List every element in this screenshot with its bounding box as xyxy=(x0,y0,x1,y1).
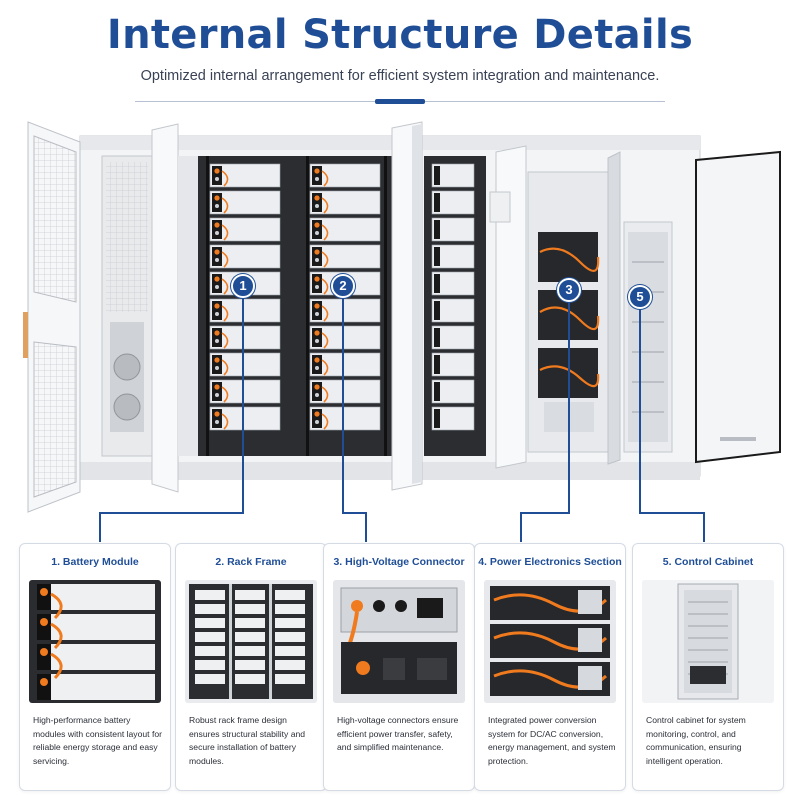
card-rack-frame: 2. Rack Frame Robust rack frame design e… xyxy=(175,543,327,791)
card-description: Control cabinet for system monitoring, c… xyxy=(646,715,746,766)
leader-line-5v xyxy=(703,512,705,542)
leader-line-2v xyxy=(365,512,367,542)
leader-line-5 xyxy=(639,309,641,514)
card-title: 4. Power Electronics Section xyxy=(478,556,622,568)
card-description: High-performance battery modules with co… xyxy=(33,715,162,766)
title-divider-accent xyxy=(375,99,425,104)
leader-line-3v xyxy=(520,512,522,542)
battery-module-image xyxy=(29,580,161,703)
high-voltage-connector-image xyxy=(333,580,465,703)
power-electronics-image xyxy=(484,580,616,703)
card-description: High-voltage connectors ensure efficient… xyxy=(337,715,459,753)
card-high-voltage-connector: 3. High-Voltage Connector High-voltage c… xyxy=(323,543,475,791)
callout-2: 2 xyxy=(331,274,355,298)
leader-line-1h xyxy=(99,512,244,514)
page-subtitle: Optimized internal arrangement for effic… xyxy=(140,68,660,84)
page-title: Internal Structure Details xyxy=(106,12,694,58)
leader-line-1v xyxy=(99,512,101,542)
leader-line-2 xyxy=(342,298,344,514)
callout-3: 3 xyxy=(557,278,581,302)
control-cabinet-image xyxy=(642,580,774,703)
leader-line-2h xyxy=(342,512,367,514)
card-battery-module: 1. Battery Module High-performance batte… xyxy=(19,543,171,791)
leader-line-3 xyxy=(568,302,570,514)
card-title: 1. Battery Module xyxy=(51,556,139,568)
card-description: Robust rack frame design ensures structu… xyxy=(189,715,306,766)
leader-line-1 xyxy=(242,298,244,514)
card-title: 3. High-Voltage Connector xyxy=(333,556,465,568)
rack-frame-image xyxy=(185,580,317,703)
callout-1: 1 xyxy=(231,274,255,298)
card-title: 2. Rack Frame xyxy=(215,556,287,568)
callout-5: 5 xyxy=(628,285,652,309)
card-control-cabinet: 5. Control Cabinet Control cabinet for s… xyxy=(632,543,784,791)
card-title: 5. Control Cabinet xyxy=(662,556,754,568)
container-illustration xyxy=(23,121,781,513)
card-description: Integrated power conversion system for D… xyxy=(488,715,616,766)
leader-line-3h xyxy=(520,512,570,514)
leader-line-5h xyxy=(639,512,705,514)
card-power-electronics: 4. Power Electronics Section Integrated … xyxy=(474,543,626,791)
